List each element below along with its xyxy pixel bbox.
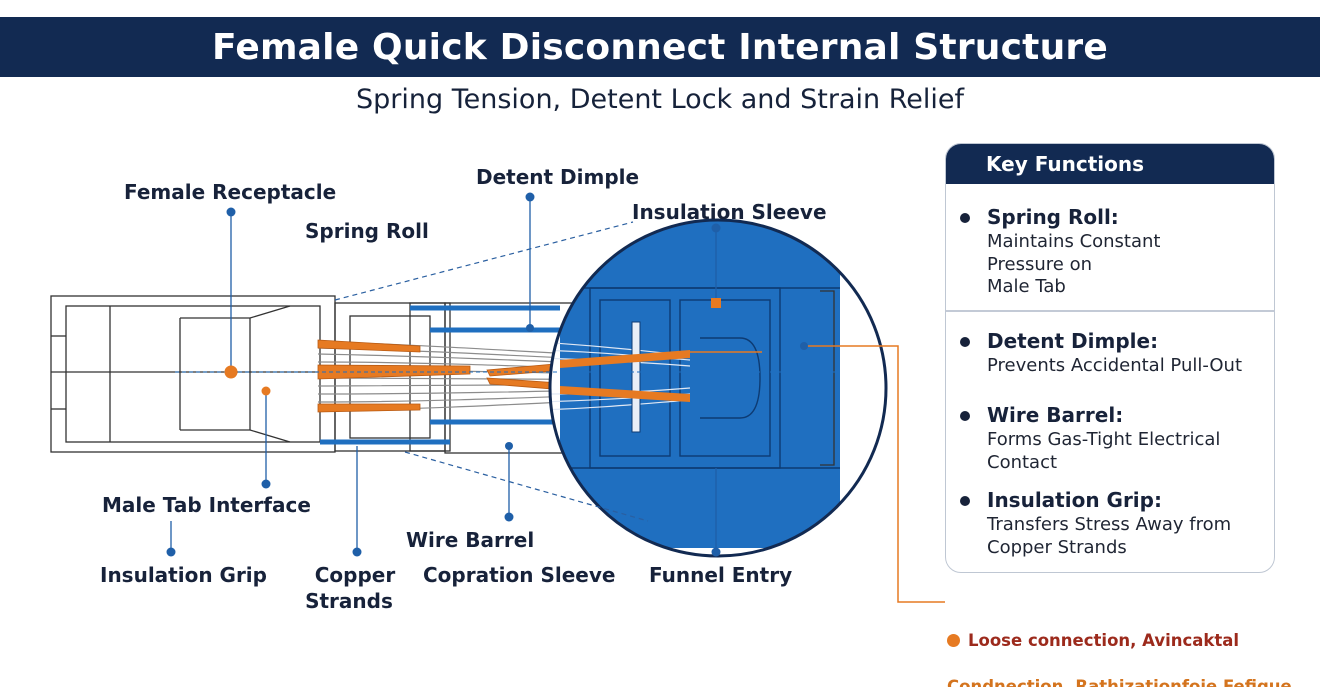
page-subtitle: Spring Tension, Detent Lock and Strain R… — [356, 84, 964, 115]
label-female-receptacle: Female Receptacle — [124, 180, 337, 204]
label-copper-strands-line2: Strands — [305, 589, 393, 613]
key-item-desc: Prevents Accidental Pull-Out — [987, 355, 1242, 376]
bullet-icon — [960, 496, 970, 506]
magnifier-detail — [550, 220, 886, 556]
insulation-sleeve-lines — [320, 305, 560, 445]
receptacle-housing — [50, 295, 336, 453]
key-item-title: Detent Dimple: — [987, 329, 1159, 353]
key-item-desc: Forms Gas-Tight Electrical Contact — [987, 429, 1221, 473]
warning-line1: Loose connection, Avincaktal — [968, 631, 1240, 650]
bullet-icon — [960, 411, 970, 421]
bullet-icon — [960, 213, 970, 223]
key-functions-panel: Key Functions Spring Roll: Maintains Con… — [945, 143, 1275, 573]
bullet-icon — [960, 337, 970, 347]
label-insulation-grip: Insulation Grip — [100, 563, 267, 587]
label-spring-roll: Spring Roll — [305, 219, 429, 243]
key-item-title: Spring Roll: — [987, 205, 1119, 229]
label-copration-sleeve: Copration Sleeve — [423, 563, 616, 587]
warning-leader — [806, 345, 945, 603]
page-title: Female Quick Disconnect Internal Structu… — [212, 26, 1108, 68]
key-item-desc: Transfers Stress Away from Copper Strand… — [987, 514, 1232, 558]
label-wire-barrel: Wire Barrel — [406, 528, 535, 552]
key-item-title: Wire Barrel: — [987, 403, 1124, 427]
warning-dot-icon — [947, 634, 960, 647]
callout-dots — [166, 192, 721, 557]
key-item-desc: Maintains Constant Pressure on Male Tab — [987, 231, 1161, 297]
orange-markers — [224, 298, 721, 396]
callout-leaders — [170, 198, 717, 552]
warning-line2: Condnection, Rathizationfoie Fefigue — [947, 677, 1292, 687]
label-funnel-entry: Funnel Entry — [649, 563, 793, 587]
zoom-guides — [334, 221, 649, 522]
key-functions-heading: Key Functions — [946, 144, 1274, 184]
title-bar: Female Quick Disconnect Internal Structu… — [0, 17, 1320, 77]
label-male-tab-interface: Male Tab Interface — [102, 493, 311, 517]
funnel-entry-cap — [820, 290, 835, 466]
key-divider — [946, 310, 1274, 312]
label-copper-strands-line1: Copper — [314, 563, 396, 587]
label-insulation-sleeve: Insulation Sleeve — [632, 200, 827, 224]
label-detent-dimple: Detent Dimple — [476, 165, 640, 189]
warning-note: Loose connection, Avincaktal Condnection… — [947, 606, 1292, 687]
key-item-title: Insulation Grip: — [987, 488, 1162, 512]
